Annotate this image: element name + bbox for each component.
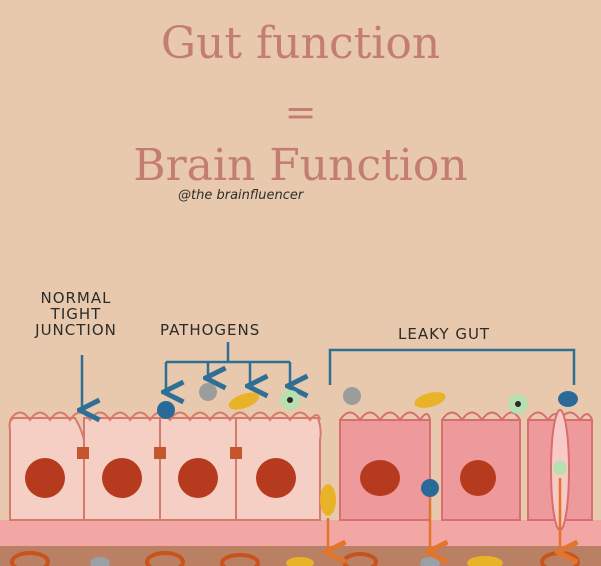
pathogens-arrows xyxy=(166,342,290,392)
basement-membrane xyxy=(0,520,601,550)
leaky-gut-bracket xyxy=(330,350,574,385)
healthy-cells xyxy=(10,413,321,521)
